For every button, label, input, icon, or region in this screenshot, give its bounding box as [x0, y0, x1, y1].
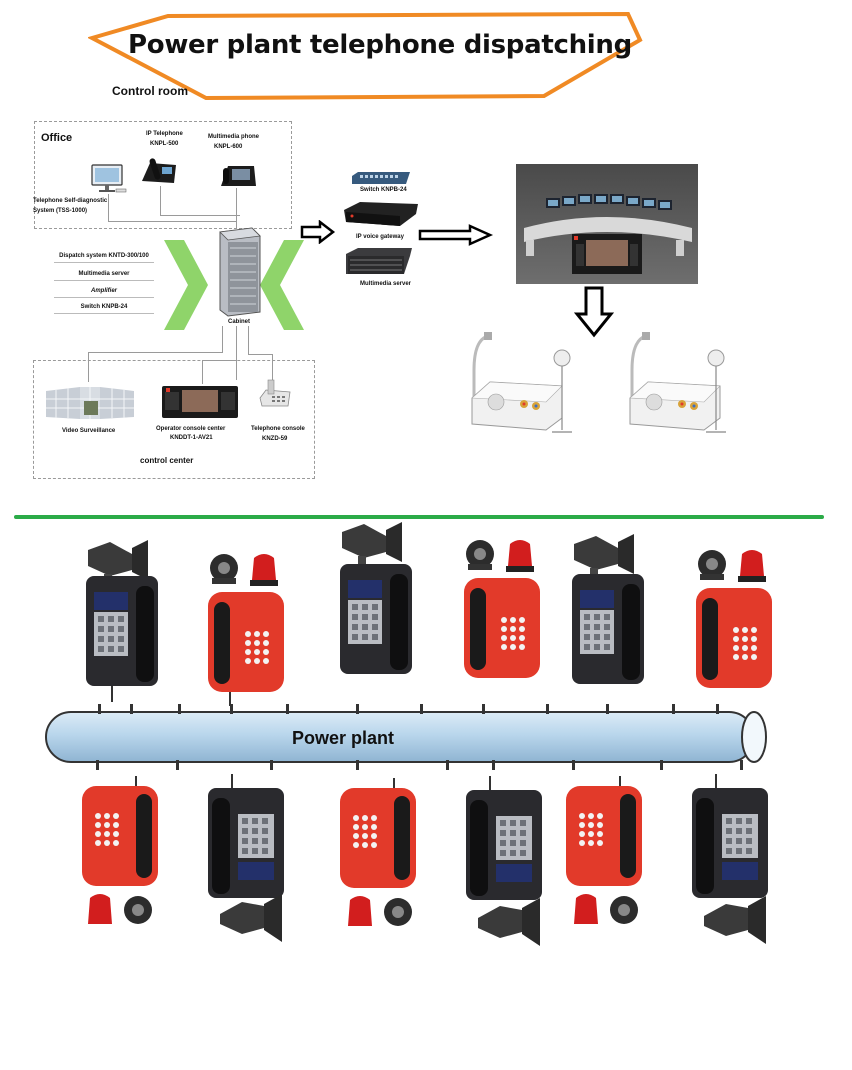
office-line: [160, 186, 161, 216]
operator-console-icon: [162, 386, 238, 418]
red-telephone-with-siren-icon: [208, 554, 284, 706]
operator-console-label-2: KNDDT-1-AV21: [170, 435, 213, 441]
switch-label: Switch KNPB-24: [360, 187, 407, 193]
black-telephone-with-horn-icon: [86, 540, 158, 702]
center-line: [88, 352, 89, 382]
cabinet-icon: [219, 227, 261, 317]
control-room-label: Control room: [112, 84, 188, 98]
multimedia-server-label: Multimedia server: [360, 281, 412, 287]
office-box: [34, 121, 292, 229]
office-line: [236, 188, 237, 228]
red-telephone-with-siren-icon: [82, 776, 158, 924]
switch-icon: [352, 172, 410, 184]
system-item: Multimedia server: [54, 270, 154, 281]
control-center-box: [33, 360, 315, 479]
center-line: [222, 326, 223, 352]
system-item: Amplifier: [54, 287, 154, 298]
right-chevron-arrow: [260, 240, 304, 330]
multimedia-phone-label: Multimedia phone: [208, 134, 259, 140]
multimedia-server-icon: [346, 248, 412, 274]
control-center-heading: control center: [140, 456, 194, 465]
gooseneck-console-icon: [629, 332, 726, 433]
control-room-image: [516, 164, 698, 284]
system-item: Dispatch system KNTD-300/100: [54, 252, 154, 263]
ip-telephone-model: KNPL-500: [150, 141, 179, 147]
self-diagnostic-label-2: System (TSS-1000): [33, 208, 88, 214]
right-arrow-icon: [418, 224, 494, 246]
office-heading: Office: [41, 132, 73, 144]
telephone-console-icon: [259, 379, 291, 407]
office-line: [108, 194, 109, 222]
red-telephone-with-siren-icon: [464, 540, 540, 678]
voice-gateway-icon: [344, 202, 418, 226]
center-line: [248, 326, 249, 354]
down-arrow-icon: [574, 286, 614, 338]
red-telephone-with-siren-icon: [340, 778, 416, 926]
self-diagnostic-label-1: Telephone Self-diagnostic: [33, 198, 108, 204]
black-telephone-with-horn-icon: [340, 522, 412, 674]
red-telephone-with-siren-icon: [696, 550, 772, 688]
section-divider: [14, 515, 824, 519]
center-line: [236, 326, 237, 380]
voice-gateway-label: IP voice gateway: [356, 234, 404, 240]
left-chevron-arrow: [164, 240, 208, 330]
center-line: [202, 360, 203, 384]
gooseneck-console-icon: [471, 332, 572, 433]
center-line: [88, 352, 223, 353]
multimedia-phone-icon: [221, 166, 256, 186]
title-banner: [88, 11, 643, 101]
telephone-console-label-1: Telephone console: [251, 426, 305, 432]
black-telephone-with-horn-icon: [208, 774, 284, 942]
video-wall-icon: [46, 387, 134, 419]
computer-icon: [91, 164, 127, 193]
black-telephone-with-horn-icon: [692, 774, 768, 944]
black-telephone-with-horn-icon: [466, 776, 542, 946]
ip-telephone-icon: [142, 158, 176, 183]
office-line: [108, 221, 236, 222]
multimedia-phone-model: KNPL-600: [214, 144, 243, 150]
red-telephone-with-siren-icon: [566, 776, 642, 924]
office-line: [160, 215, 240, 216]
center-line: [248, 354, 272, 355]
telephone-console-label-2: KNZD-59: [262, 436, 288, 442]
center-line: [272, 354, 273, 380]
power-plant-pipe: [45, 711, 767, 763]
page-title: Power plant telephone dispatching: [128, 30, 632, 60]
pipe-connectors: [96, 704, 743, 770]
system-item: Switch KNPB-24: [54, 303, 154, 314]
video-surveillance-label: Video Surveillance: [62, 428, 116, 434]
operator-console-label-1: Operator console center: [156, 426, 226, 432]
right-arrow-icon: [300, 220, 336, 244]
cabinet-label: Cabinet: [228, 319, 251, 325]
pipe-label: Power plant: [292, 728, 395, 748]
black-telephone-with-horn-icon: [572, 534, 644, 684]
ip-telephone-label: IP Telephone: [146, 131, 183, 137]
